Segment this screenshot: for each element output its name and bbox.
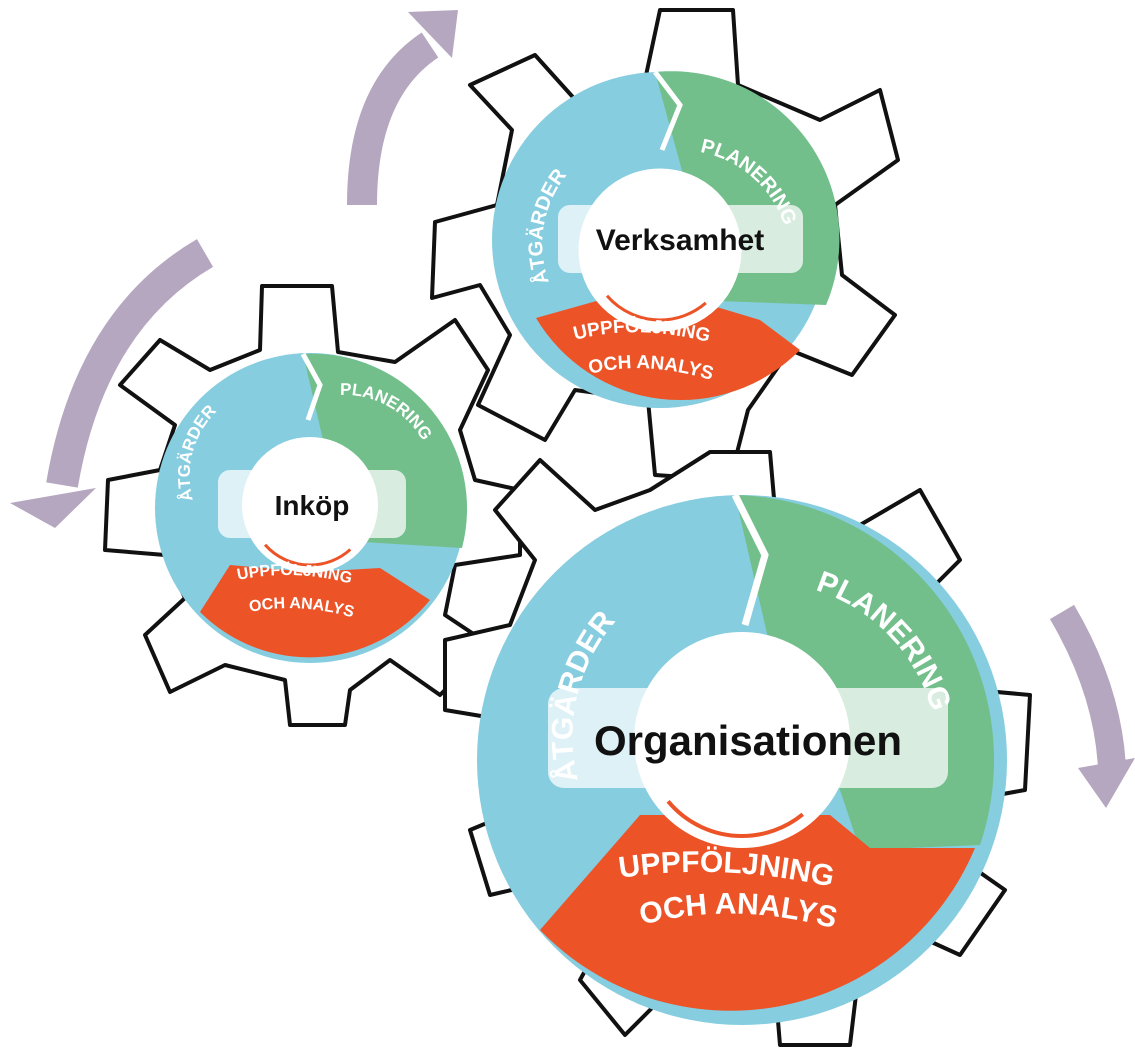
segment-divider [653,70,683,151]
curved-arrow-up-icon [347,32,439,206]
arrow-right-down [1049,604,1135,808]
gear-title: Verksamhet [596,224,764,257]
arrow-top-up [347,10,458,206]
inner-ring [588,178,732,322]
segment-divider [731,493,769,626]
gear-verksamhet: ÅTGÄRDER PLANERING UPPFÖLJNING OCH ANALY… [430,8,900,482]
gear-title: Organisationen [594,717,902,764]
gear-title: Inköp [275,490,350,521]
title-box [218,470,406,538]
gear-organisationen: ÅTGÄRDER PLANERING UPPFÖLJNING OCH ANALY… [443,450,1032,1047]
segment-divider [300,352,323,421]
arrow-left-down [10,239,214,528]
arrowhead [1078,758,1135,808]
curved-arrow-down-icon [46,239,214,488]
title-box [558,205,803,273]
inner-ring [248,443,372,567]
inner-ring [644,642,840,838]
title-box [548,688,948,788]
segment-uppfoljning [540,815,975,1011]
arrowhead [10,488,96,528]
curved-arrow-down-icon [1049,604,1126,769]
segment-uppfoljning [536,300,800,401]
segment-uppfoljning [200,565,430,658]
arrowhead [408,10,458,58]
gear-inkop: ÅTGÄRDER PLANERING UPPFÖLJNING OCH ANALY… [103,284,522,727]
